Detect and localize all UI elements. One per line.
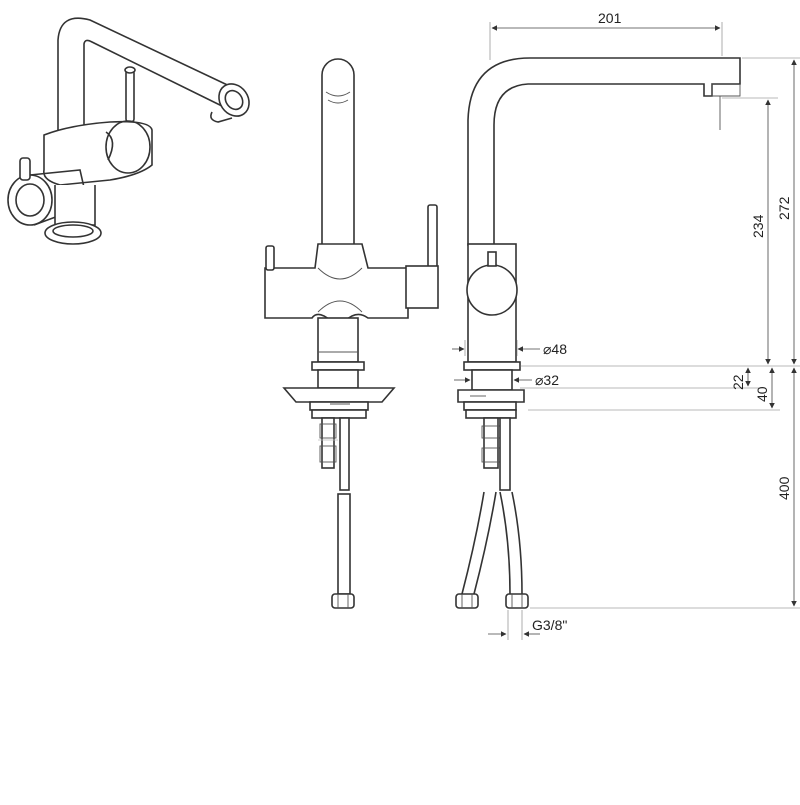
dim-spout-reach: 201 bbox=[598, 10, 622, 26]
dim-spout-clearance: 234 bbox=[750, 214, 766, 238]
dim-body-diameter: ⌀48 bbox=[543, 341, 567, 357]
front-view bbox=[264, 58, 439, 609]
dim-base-diameter: ⌀32 bbox=[535, 372, 559, 388]
dim-base-ring: 22 bbox=[730, 374, 746, 390]
dim-connection-thread: G3/8" bbox=[532, 617, 567, 633]
side-view bbox=[455, 57, 741, 609]
dimension-lines bbox=[452, 22, 800, 640]
dimension-labels: 201 272 234 ⌀48 ⌀32 22 40 400 G3/8" bbox=[532, 10, 792, 633]
perspective-view bbox=[7, 17, 250, 245]
dim-base-height: 40 bbox=[754, 386, 770, 402]
dim-total-height: 272 bbox=[776, 196, 792, 220]
dim-hose-length: 400 bbox=[776, 476, 792, 500]
